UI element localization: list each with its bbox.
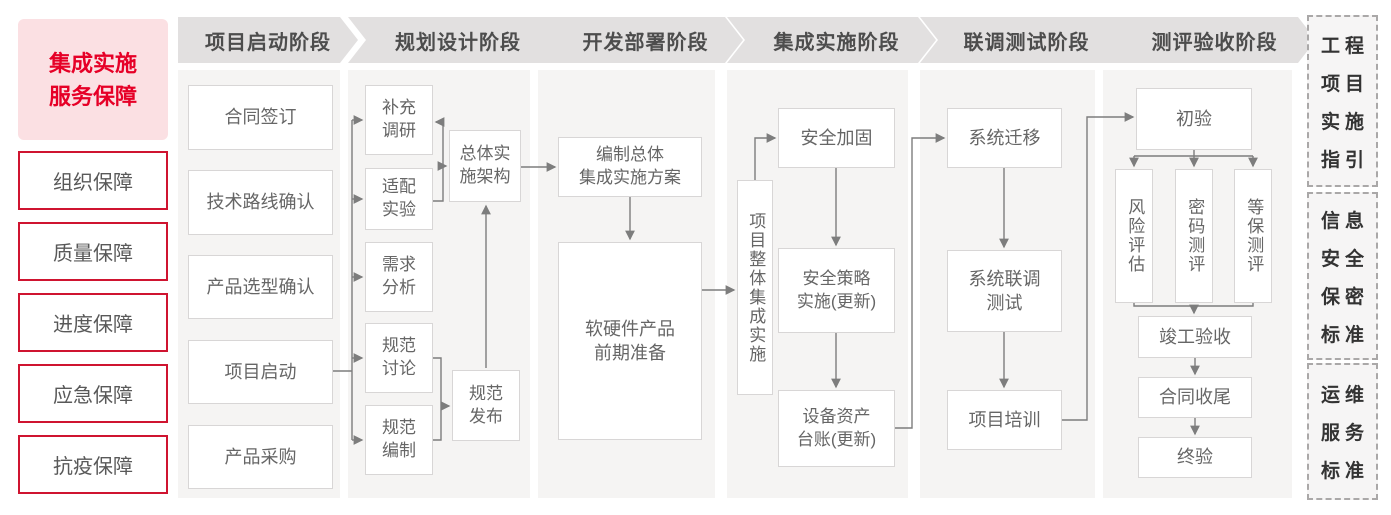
node-final-acceptance: 终验 (1138, 437, 1252, 478)
node-risk-assessment: 风险评估 (1115, 169, 1153, 303)
standard-row: 安全 (1320, 248, 1369, 270)
node-product-selection-confirm: 产品选型确认 (188, 255, 333, 319)
standard-row: 标准 (1320, 324, 1369, 346)
node-tech-route-confirm: 技术路线确认 (188, 170, 333, 235)
node-project-training: 项目培训 (947, 390, 1062, 450)
engineering-implementation-guide: 工程 项目 实施 指引 (1307, 15, 1378, 187)
information-security-standards: 信息 安全 保密 标准 (1307, 192, 1378, 360)
node-initial-acceptance: 初验 (1136, 88, 1252, 150)
guarantee-emergency: 应急保障 (18, 364, 168, 423)
node-completion-acceptance: 竣工验收 (1138, 316, 1252, 358)
standard-row: 保密 (1320, 286, 1369, 308)
node-supplementary-research: 补充 调研 (365, 85, 433, 155)
node-system-migration: 系统迁移 (947, 108, 1062, 168)
phase-header-development: 开发部署阶段 (538, 17, 743, 63)
node-requirement-analysis: 需求 分析 (365, 242, 433, 312)
guide-row: 项目 (1320, 73, 1369, 95)
node-project-kickoff: 项目启动 (188, 340, 333, 404)
guide-row: 工程 (1320, 35, 1369, 57)
standard-row: 信息 (1320, 210, 1369, 232)
node-overall-implementation-architecture: 总体实 施架构 (449, 130, 521, 202)
node-crypto-evaluation: 密码测评 (1175, 169, 1213, 303)
operations-service-standards: 运维 服务 标准 (1307, 363, 1378, 500)
node-asset-ledger-update: 设备资产 台账(更新) (778, 390, 895, 467)
guide-row: 实施 (1320, 111, 1369, 133)
standard-row: 标准 (1320, 461, 1369, 482)
node-overall-integration-plan: 编制总体 集成实施方案 (558, 137, 702, 197)
phase-header-integration: 集成实施阶段 (727, 17, 936, 63)
node-adaptation-test: 适配 实验 (365, 168, 433, 230)
standard-row: 运维 (1320, 385, 1369, 406)
standard-row: 服务 (1320, 423, 1369, 444)
integration-service-guarantee-title: 集成实施 服务保障 (18, 19, 168, 140)
phase-header-startup: 项目启动阶段 (178, 17, 358, 63)
node-security-policy-implementation: 安全策略 实施(更新) (778, 248, 895, 333)
node-product-procurement: 产品采购 (188, 425, 333, 489)
guarantee-epidemic: 抗疫保障 (18, 435, 168, 494)
node-system-joint-debugging: 系统联调 测试 (947, 250, 1062, 332)
phase-header-acceptance: 测评验收阶段 (1103, 17, 1316, 63)
node-contract-signing: 合同签订 (188, 85, 333, 150)
guarantee-schedule: 进度保障 (18, 293, 168, 352)
guarantee-organization: 组织保障 (18, 151, 168, 210)
guide-row: 指引 (1320, 149, 1369, 171)
guarantee-quality: 质量保障 (18, 222, 168, 281)
node-classified-protection-evaluation: 等保测评 (1234, 169, 1272, 303)
phase-header-testing: 联调测试阶段 (920, 17, 1123, 63)
node-hw-sw-preparation: 软硬件产品 前期准备 (558, 242, 702, 440)
node-security-hardening: 安全加固 (778, 108, 895, 168)
node-spec-drafting: 规范 编制 (365, 405, 433, 475)
node-contract-closure: 合同收尾 (1138, 377, 1252, 418)
node-overall-integration-implementation: 项目整体集成实施 (737, 180, 773, 395)
phase-header-planning: 规划设计阶段 (348, 17, 558, 63)
node-spec-discussion: 规范 讨论 (365, 323, 433, 393)
node-spec-release: 规范 发布 (452, 370, 520, 441)
